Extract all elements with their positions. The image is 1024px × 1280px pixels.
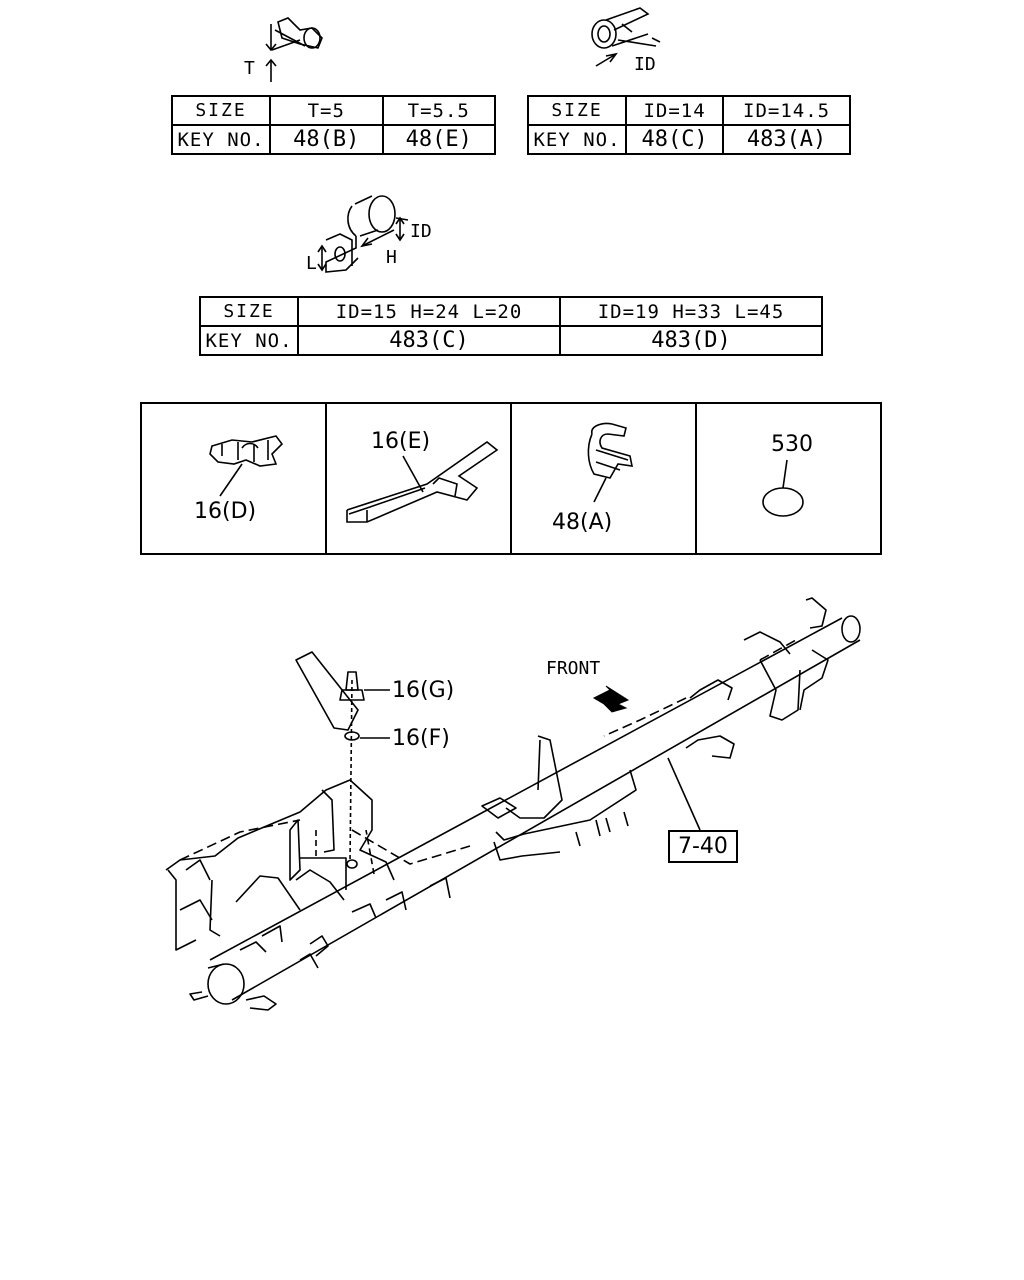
key-value: 483(A) xyxy=(722,124,851,155)
seal-530-icon xyxy=(762,459,804,517)
key-value: 48(E) xyxy=(381,124,496,155)
key-value: 48(B) xyxy=(269,124,384,155)
key-label: KEY NO. xyxy=(171,124,271,155)
part-label: 16(D) xyxy=(194,499,257,524)
size-value: T=5 xyxy=(269,95,384,126)
parts-panel: 16(D) 16(E) 48(A) xyxy=(140,402,882,555)
clip-48a-icon xyxy=(587,422,634,503)
part-cell-16e: 16(E) xyxy=(327,404,512,553)
dim-t: T xyxy=(244,58,255,79)
size-label: SIZE xyxy=(527,95,627,126)
bracket-16e-icon xyxy=(346,441,499,523)
size-value: ID=19 H=33 L=45 xyxy=(559,296,823,327)
size-value: T=5.5 xyxy=(381,95,496,126)
dim-h: H xyxy=(386,247,397,268)
size-label: SIZE xyxy=(199,296,299,327)
part-16f-label: 16(F) xyxy=(392,726,450,751)
size-table-bracket: SIZE ID=15 H=24 L=20 ID=19 H=33 L=45 KEY… xyxy=(199,296,823,356)
part-label: 16(E) xyxy=(371,429,431,454)
dim-l: L xyxy=(306,253,317,274)
part-cell-48a: 48(A) xyxy=(512,404,697,553)
part-cell-530: 530 xyxy=(697,404,880,553)
size-value: ID=15 H=24 L=20 xyxy=(297,296,561,327)
key-value: 483(C) xyxy=(297,325,561,356)
reference-7-40-box: 7-40 xyxy=(668,830,738,863)
key-value: 483(D) xyxy=(559,325,823,356)
part-16g-label: 16(G) xyxy=(392,678,455,703)
part-label: 48(A) xyxy=(552,510,613,535)
part-label: 530 xyxy=(771,432,813,457)
size-value: ID=14.5 xyxy=(722,95,851,126)
dim-id-2: ID xyxy=(410,221,432,242)
size-label: SIZE xyxy=(171,95,271,126)
part-cell-16d: 16(D) xyxy=(142,404,327,553)
front-arrow-icon xyxy=(592,685,630,713)
key-value: 48(C) xyxy=(624,124,725,155)
clip-16d-icon xyxy=(209,435,284,497)
key-label: KEY NO. xyxy=(199,325,299,356)
size-table-id: SIZE ID=14 ID=14.5 KEY NO. 48(C) 483(A) xyxy=(527,95,851,155)
size-table-t: SIZE T=5 T=5.5 KEY NO. 48(B) 48(E) xyxy=(171,95,496,155)
front-label: FRONT xyxy=(546,658,601,679)
size-value: ID=14 xyxy=(624,95,725,126)
key-label: KEY NO. xyxy=(527,124,627,155)
dim-id-1: ID xyxy=(634,54,656,75)
